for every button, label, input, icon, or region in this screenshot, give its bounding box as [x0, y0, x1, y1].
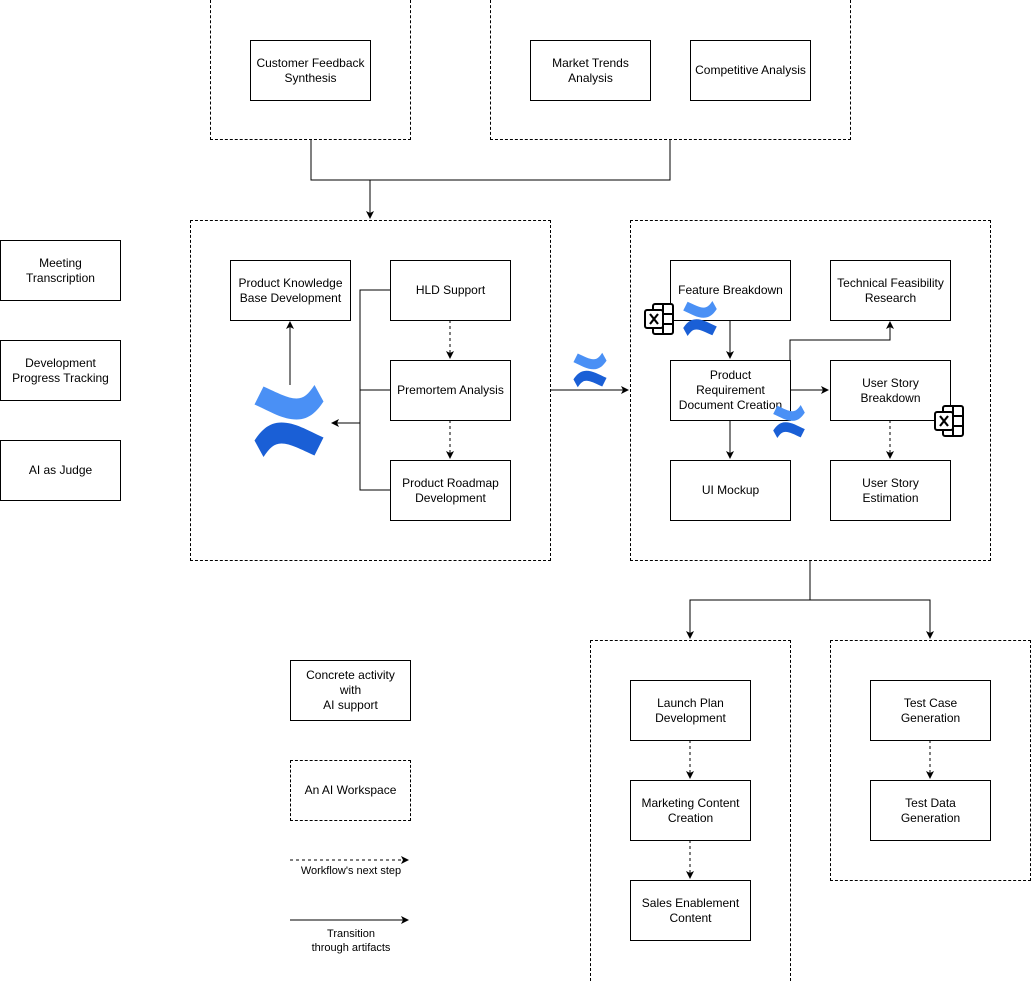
- legend-transition-label: Transition through artifacts: [311, 928, 391, 954]
- node-test-data[interactable]: Test Data Generation: [870, 780, 991, 841]
- node-tech-feasibility[interactable]: Technical Feasibility Research: [830, 260, 951, 321]
- node-customer-feedback[interactable]: Customer Feedback Synthesis: [250, 40, 371, 101]
- legend-workflow-label: Workflow's next step: [300, 865, 402, 877]
- workspace-market: [490, 0, 851, 140]
- node-premortem[interactable]: Premortem Analysis: [390, 360, 511, 421]
- node-roadmap[interactable]: Product Roadmap Development: [390, 460, 511, 521]
- node-test-case[interactable]: Test Case Generation: [870, 680, 991, 741]
- line-market-to-merge: [370, 140, 671, 181]
- node-competitive-analysis[interactable]: Competitive Analysis: [690, 40, 811, 101]
- confluence-icon: [683, 301, 717, 336]
- node-hld-support[interactable]: HLD Support: [390, 260, 511, 321]
- arrow-requirements-to-testing: [810, 599, 934, 639]
- node-user-story-breakdown[interactable]: User Story Breakdown: [830, 360, 951, 421]
- node-development-progress[interactable]: Development Progress Tracking: [0, 340, 121, 401]
- legend-concrete-activity: Concrete activity with AI support: [290, 660, 411, 721]
- node-meeting-transcription[interactable]: Meeting Transcription: [0, 240, 121, 301]
- workspace-customer: [210, 0, 411, 140]
- excel-icon: [934, 405, 964, 437]
- workspace-strategy: [190, 220, 551, 561]
- node-marketing-content[interactable]: Marketing Content Creation: [630, 780, 751, 841]
- node-ui-mockup[interactable]: UI Mockup: [670, 460, 791, 521]
- excel-icon: [644, 303, 674, 335]
- node-sales-enablement[interactable]: Sales Enablement Content: [630, 880, 751, 941]
- arrow-requirements-to-launch: [686, 561, 811, 639]
- confluence-icon: [773, 405, 805, 438]
- node-product-kb[interactable]: Product Knowledge Base Development: [230, 260, 351, 321]
- confluence-icon: [573, 352, 607, 388]
- legend-ai-workspace: An AI Workspace: [290, 760, 411, 821]
- node-user-story-estimation[interactable]: User Story Estimation: [830, 460, 951, 521]
- confluence-icon: [254, 385, 324, 457]
- workspace-launch: [590, 640, 791, 981]
- node-prd[interactable]: Product Requirement Document Creation: [670, 360, 791, 421]
- node-ai-as-judge[interactable]: AI as Judge: [0, 440, 121, 501]
- workspace-requirements: [630, 220, 991, 561]
- node-launch-plan[interactable]: Launch Plan Development: [630, 680, 751, 741]
- node-market-trends[interactable]: Market Trends Analysis: [530, 40, 651, 101]
- arrow-prd-to-tech: [789, 321, 894, 360]
- arrow-customer-to-strategy: [310, 140, 374, 219]
